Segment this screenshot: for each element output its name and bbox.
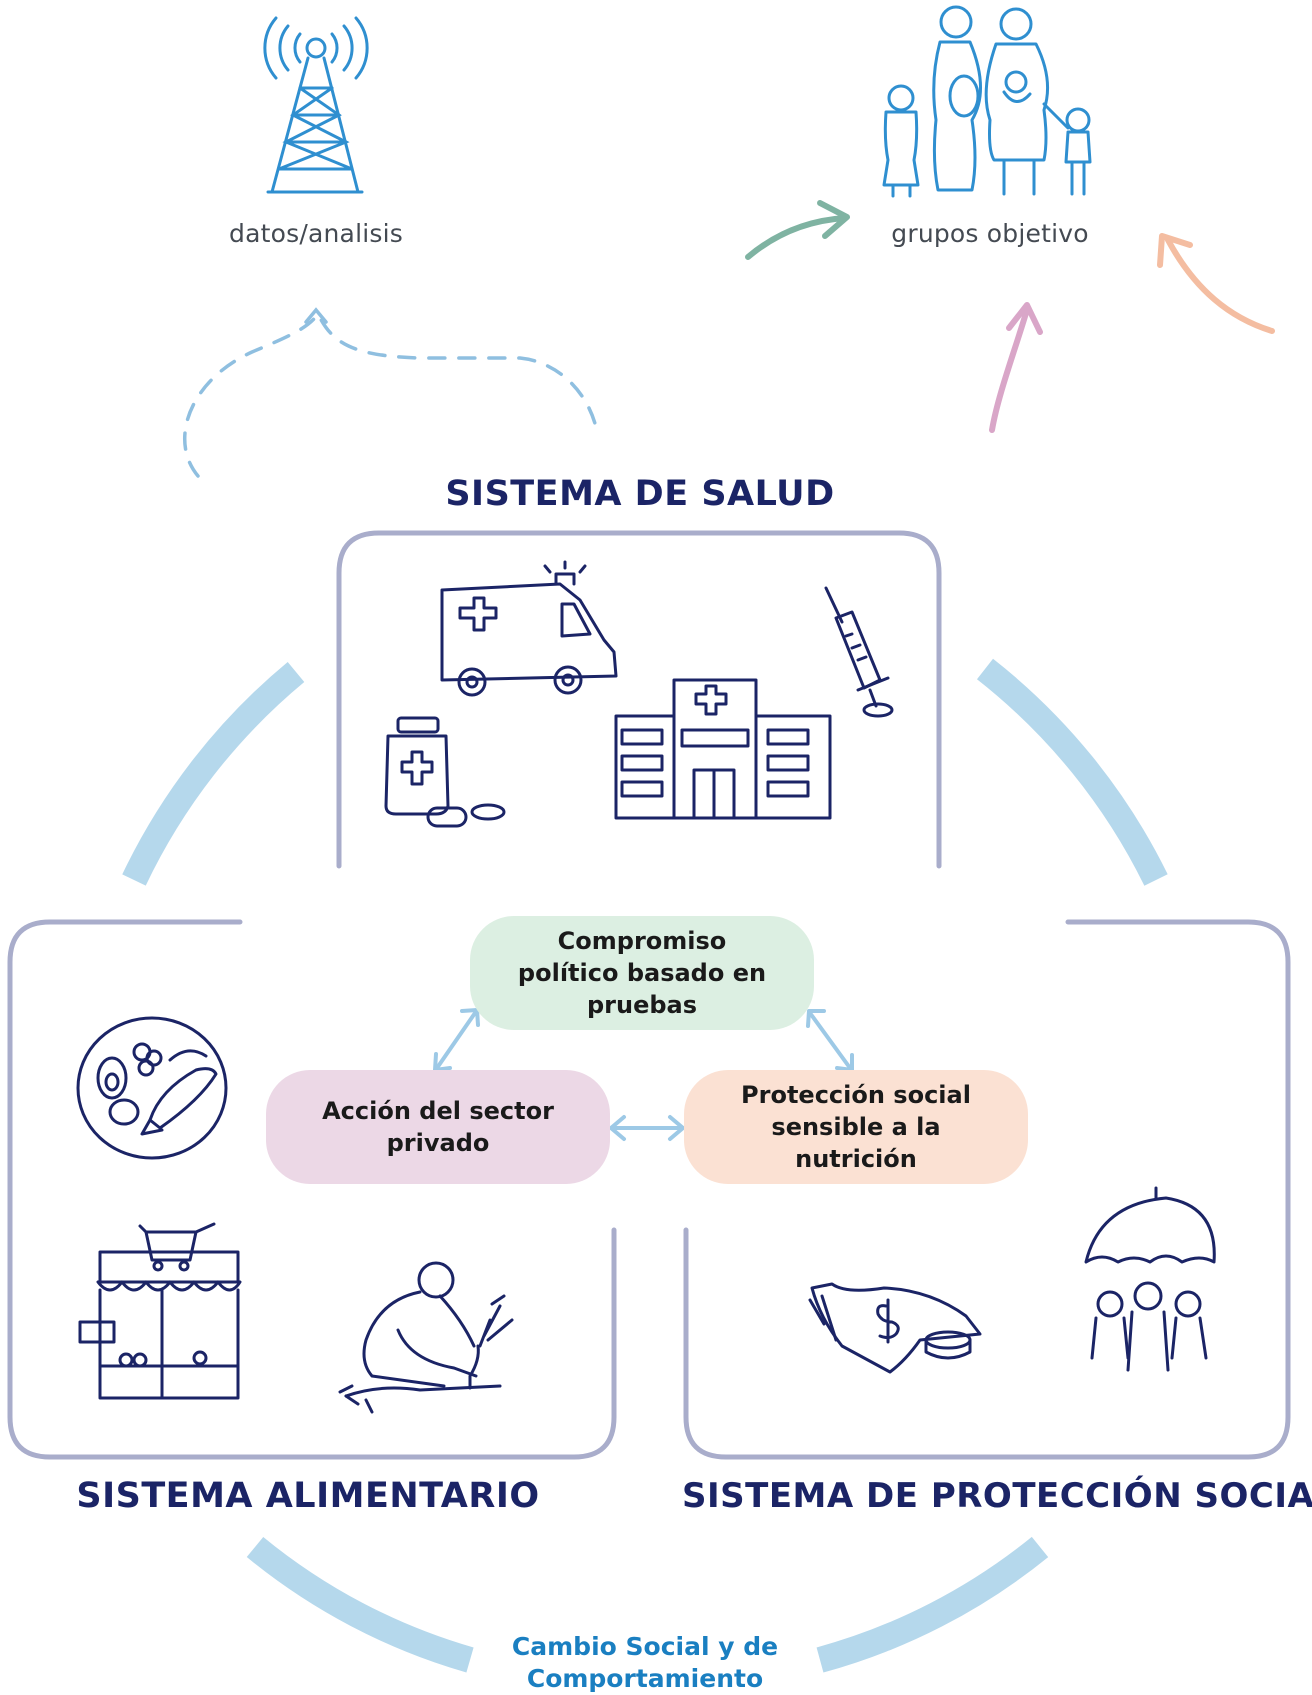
ring-arc-bottom-right xyxy=(816,1536,1049,1673)
medicine-bottle-icon xyxy=(384,716,506,828)
social-protection-pill: Protección social sensible a la nutrició… xyxy=(684,1070,1028,1184)
data-analysis-label: datos/analisis xyxy=(229,219,403,248)
system-frames xyxy=(7,530,1291,1460)
food-frame xyxy=(7,919,617,1460)
private-sector-pill: Acción del sector privado xyxy=(266,1070,610,1184)
hospital-icon xyxy=(614,678,832,820)
behavior-change-label: Cambio Social y de Comportamiento xyxy=(511,1632,779,1693)
ring-arc-top-right xyxy=(976,658,1168,886)
social-protection-text: Protección social sensible a la nutrició… xyxy=(741,1081,971,1173)
syringe-icon xyxy=(824,586,894,718)
target-groups-label: grupos objetivo xyxy=(891,219,1089,248)
social-frame xyxy=(683,919,1291,1460)
flow-arrows xyxy=(745,200,1275,433)
ring-arc-top-left xyxy=(122,661,305,886)
arrow-green xyxy=(745,200,850,260)
radio-tower-icon xyxy=(263,16,369,194)
pill-connectors xyxy=(433,1008,854,1141)
farmer-icon xyxy=(338,1261,514,1414)
food-system-title: SISTEMA ALIMENTARIO xyxy=(76,1476,540,1516)
political-commitment-text: Compromiso político basado en pruebas xyxy=(517,927,767,1019)
health-frame xyxy=(336,530,942,869)
market-stall-icon xyxy=(78,1222,242,1400)
ambulance-icon xyxy=(440,560,618,697)
private-sector-text: Acción del sector privado xyxy=(322,1097,554,1157)
connector-private-social xyxy=(609,1115,685,1141)
social-protection-system-title: SISTEMA DE PROTECCIÓN SOCIAL xyxy=(682,1476,1312,1516)
family-icon xyxy=(882,5,1092,198)
money-icon xyxy=(808,1282,982,1374)
political-commitment-pill: Compromiso político basado en pruebas xyxy=(470,916,814,1030)
ring-arc-bottom-left xyxy=(246,1536,474,1673)
food-plate-icon xyxy=(76,1016,228,1160)
arrow-pink xyxy=(989,302,1043,433)
arrow-peach xyxy=(1157,233,1275,334)
health-system-title: SISTEMA DE SALUD xyxy=(445,474,835,514)
data-dashed-arc xyxy=(182,307,599,478)
outer-ring xyxy=(122,658,1168,1673)
umbrella-people-icon xyxy=(1084,1186,1216,1372)
